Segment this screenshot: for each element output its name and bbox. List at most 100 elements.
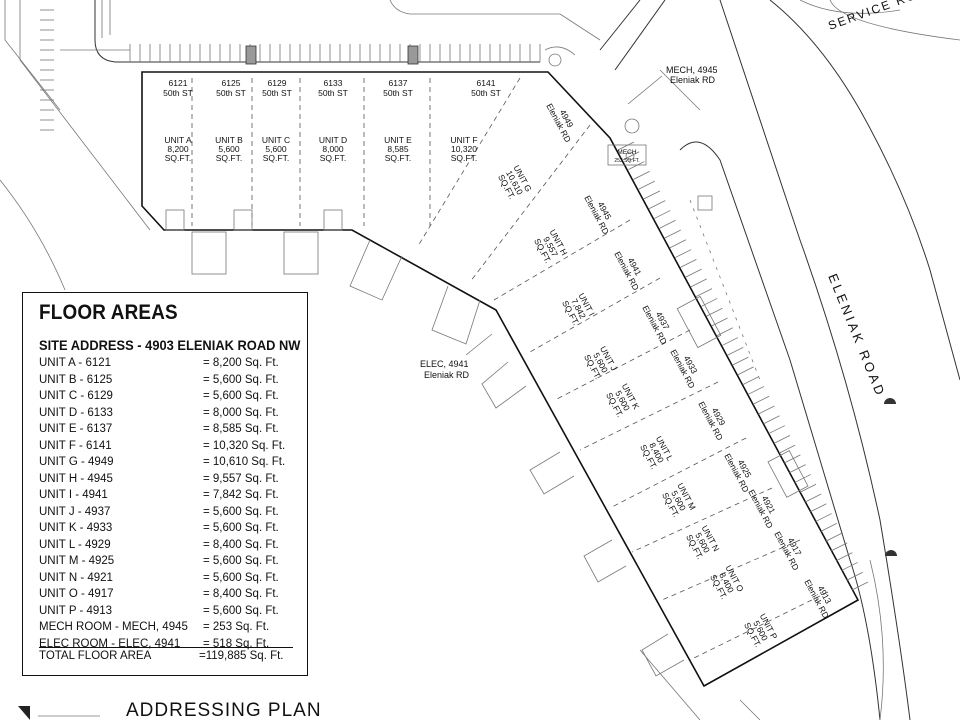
unit-i-labels: UNIT I 7,842 SQ.FT.	[560, 291, 597, 327]
parking-stall-line	[685, 268, 702, 278]
unit-c-labels: 6129 50th ST UNIT C 5,600 SQ.FT.	[262, 78, 292, 163]
unit-n-labels: UNIT N 5,600 SQ.FT.	[684, 524, 722, 561]
parking-stall-line	[851, 581, 869, 591]
unit-d-address: 6133	[324, 78, 343, 88]
unit-g-address: 4949 Eleniak RD	[544, 102, 575, 144]
unit-g-labels: UNIT G 10,610 SQ.FT.	[496, 163, 534, 200]
unit-j-address: 4937 Eleniak RD	[640, 304, 671, 346]
row-name: UNIT B - 6125	[39, 373, 113, 386]
table-row: UNIT D - 6133= 8,000 Sq. Ft.	[39, 407, 301, 424]
unit-f-name: UNIT F	[450, 135, 477, 145]
transformer-icon	[245, 45, 257, 65]
unit-m-labels: UNIT M 5,600 SQ.FT.	[660, 481, 698, 519]
row-area: = 5,600 Sq. Ft.	[203, 555, 279, 567]
row-area: = 518 Sq. Ft.	[203, 637, 270, 650]
unit-b-area: 5,600	[218, 144, 240, 154]
floor-areas-title: FLOOR AREAS	[39, 301, 178, 324]
table-row: UNIT B - 6125 = 5,600 Sq. Ft.	[39, 374, 301, 391]
unit-d-area: 8,000	[322, 144, 344, 154]
total-row: TOTAL FLOOR AREA =119,885 Sq. Ft.	[39, 647, 293, 662]
parking-stall-line	[768, 425, 785, 434]
unit-d-name: UNIT D	[319, 135, 347, 145]
mech-callout: MECH, 4945 Eleniak RD	[627, 65, 718, 105]
unit-k-address: 4933 Eleniak RD	[668, 348, 699, 390]
unit-e-name: UNIT E	[384, 135, 412, 145]
unit-b-sqft: SQ.FT.	[216, 153, 242, 163]
parking-stall-line	[659, 219, 676, 229]
parking-stall-line	[633, 170, 650, 180]
site-symbols	[18, 45, 897, 720]
unit-a-labels: 6121 50th ST UNIT A 8,200 SQ.FT.	[163, 78, 193, 163]
unit-p-labels: UNIT P 5,600 SQ.FT.	[742, 612, 780, 649]
parking-stall-line	[810, 503, 827, 513]
unit-l-address: 4929 Eleniak RD	[696, 400, 727, 442]
parking-stall-line	[649, 200, 666, 210]
mech-room-area: 253 SQ.FT.	[614, 158, 639, 164]
floor-areas-table: FLOOR AREAS SITE ADDRESS - 4903 ELENIAK …	[22, 292, 308, 676]
road-label-service: SERVICE RO	[826, 0, 919, 33]
parking-stall-line	[706, 307, 723, 317]
unit-a-address: 6121	[169, 78, 188, 88]
table-row: UNIT K - 4933 = 5,600 Sq. Ft.	[39, 522, 301, 539]
parking-stall-line	[675, 249, 692, 258]
unit-m-address: 4925 Eleniak RD	[722, 452, 753, 494]
row-name: UNIT L - 4929	[39, 538, 111, 551]
row-name: UNIT N - 4921	[39, 571, 113, 584]
unit-c-name: UNIT C	[262, 135, 290, 145]
row-area: = 8,400 Sq. Ft.	[203, 538, 279, 551]
site-address: SITE ADDRESS - 4903 ELENIAK ROAD NW	[39, 337, 301, 353]
total-label: TOTAL FLOOR AREA	[39, 650, 152, 662]
elec-callout: ELEC, 4941 Eleniak RD	[420, 333, 493, 380]
total-value: =119,885 Sq. Ft.	[199, 650, 284, 662]
table-row: UNIT I - 4941= 7,842 Sq. Ft.	[39, 489, 301, 506]
unit-f-sqft: SQ.FT.	[451, 153, 477, 163]
row-name: UNIT K - 4933	[39, 522, 113, 534]
row-name: UNIT P - 4913	[39, 604, 113, 617]
unit-f-street: 50th ST	[471, 88, 501, 98]
row-area: = 5,600 Sq. Ft.	[203, 522, 279, 534]
row-name: UNIT G - 4949	[39, 456, 114, 468]
table-row: UNIT P - 4913= 5,600 Sq. Ft.	[39, 605, 301, 622]
table-row: ELEC ROOM - ELEC, 4941 = 518 Sq. Ft.	[39, 638, 301, 655]
parking-stall-line	[628, 161, 645, 170]
unit-f-address: 6141	[477, 78, 496, 88]
mech-callout-line1: MECH, 4945	[666, 65, 718, 75]
table-row: UNIT C - 6129= 5,600 Sq. Ft.	[39, 390, 301, 407]
row-area: = 8,200 Sq. Ft.	[203, 357, 279, 369]
parking-stall-line	[784, 454, 801, 464]
unit-a-street: 50th ST	[163, 88, 193, 98]
row-name: UNIT J - 4937	[39, 505, 111, 518]
row-area: = 8,400 Sq. Ft.	[203, 588, 279, 600]
unit-j-labels: UNIT J 5,600 SQ.FT.	[582, 344, 619, 380]
row-area: = 5,600 Sq. Ft.	[203, 571, 279, 584]
unit-a-sqft: SQ.FT.	[165, 153, 191, 163]
row-name: UNIT F - 6141	[39, 439, 112, 452]
table-row: UNIT H - 4945= 9,557 Sq. Ft.	[39, 473, 301, 490]
parking-stall-line	[721, 337, 739, 346]
hydrant-icon	[625, 151, 635, 161]
unit-e-labels: 6137 50th ST UNIT E 8,585 SQ.FT.	[383, 78, 413, 163]
row-name: UNIT D - 6133	[39, 406, 113, 419]
road-label-eleniak: ELENIAK ROAD	[825, 272, 888, 400]
unit-c-sqft: SQ.FT.	[263, 153, 289, 163]
parking-stall-line	[732, 356, 749, 366]
row-area: = 5,600 Sq. Ft.	[203, 373, 279, 386]
unit-d-street: 50th ST	[318, 88, 348, 98]
row-name: UNIT C - 6129	[39, 390, 113, 402]
parking-stall-line	[638, 180, 655, 190]
unit-b-street: 50th ST	[216, 88, 246, 98]
mech-room-label: MECH	[617, 149, 636, 156]
row-name: ELEC ROOM - ELEC, 4941	[39, 637, 181, 650]
north-arrow-icon	[18, 706, 30, 720]
row-name: UNIT O - 4917	[39, 588, 114, 600]
parking-stall-line	[701, 298, 718, 307]
parking-stall-line	[789, 464, 806, 474]
parking-stall-line	[711, 317, 728, 327]
transformer-icon	[407, 45, 419, 65]
parking-stall-line	[805, 493, 822, 503]
unit-l-labels: UNIT L 8,400 SQ.FT.	[638, 434, 675, 471]
row-area: = 7,842 Sq. Ft.	[203, 489, 279, 501]
light-pole-icon	[884, 398, 896, 404]
unit-k-labels: UNIT K 5,600 SQ.FT.	[604, 382, 642, 419]
